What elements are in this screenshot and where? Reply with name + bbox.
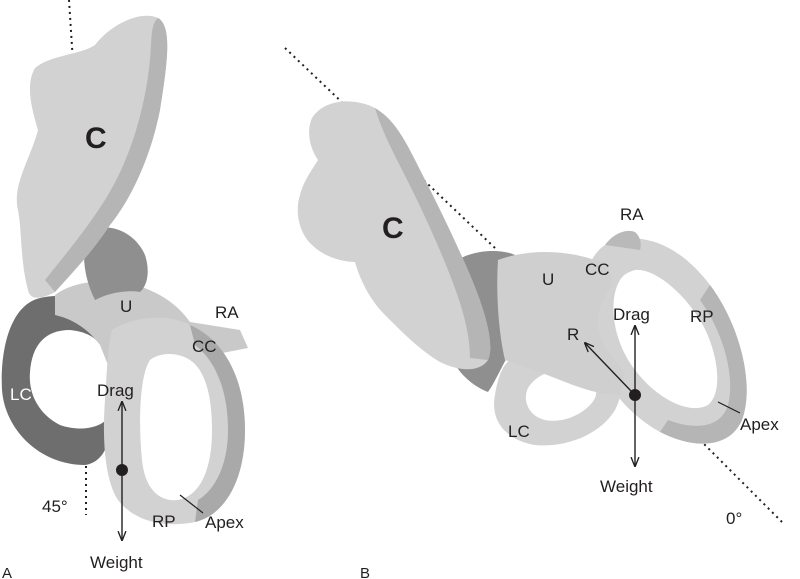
panel-a-letter: A: [2, 565, 12, 579]
panel-a-label-ra: RA: [215, 303, 239, 322]
panel-b-label-r: R: [567, 325, 579, 344]
panel-b: C RA CC U Drag RP R LC Apex Weight 0° B: [284, 47, 783, 579]
panel-b-label-lc: LC: [508, 422, 530, 441]
panel-b-letter: B: [360, 565, 370, 579]
panel-b-label-angle: 0°: [726, 509, 742, 528]
panel-b-label-c: C: [382, 212, 404, 245]
panel-b-canal-c: [297, 101, 491, 370]
panel-a-label-c: C: [85, 122, 107, 155]
panel-b-posterior-canal-shade: [660, 285, 747, 444]
panel-a-shadow: [84, 227, 148, 300]
panel-a-label-cc: CC: [192, 337, 217, 356]
panel-b-axis-bottom: [699, 439, 783, 523]
panel-a-posterior-canal-shade: [190, 325, 245, 522]
panel-a-label-angle: 45°: [42, 497, 68, 516]
panel-a-canal-c: [16, 15, 168, 298]
panel-b-label-rp: RP: [690, 307, 714, 326]
panel-b-label-weight: Weight: [600, 477, 653, 496]
panel-b-label-drag: Drag: [613, 305, 650, 324]
panel-b-label-cc: CC: [585, 260, 610, 279]
panel-b-label-u: U: [542, 270, 554, 289]
panel-b-apex-tick: [717, 401, 741, 414]
panel-a-label-apex: Apex: [205, 513, 244, 532]
panel-a-posterior-canal: [103, 317, 245, 525]
panel-b-center-dot: [629, 389, 641, 401]
panel-a-center-dot: [116, 464, 128, 476]
panel-a-apex-tick: [179, 494, 204, 514]
panel-a: C U RA CC LC Drag 45° RP Apex Weight A: [1, 0, 248, 579]
panel-a-axis-top: [68, 0, 74, 63]
panel-a-lateral-canal: [1, 296, 111, 465]
panel-a-label-lc: LC: [10, 385, 32, 404]
panel-b-utricle-body: [497, 251, 625, 395]
panel-a-label-weight: Weight: [90, 553, 143, 572]
panel-a-label-drag: Drag: [97, 381, 134, 400]
panel-b-ra-bump: [605, 230, 641, 250]
panel-b-label-apex: Apex: [740, 415, 779, 434]
panel-a-canal-c-shade: [45, 18, 168, 292]
panel-a-label-rp: RP: [152, 512, 176, 531]
panel-a-label-u: U: [120, 297, 132, 316]
panel-b-r-arrow: [585, 343, 633, 393]
panel-b-label-ra: RA: [620, 205, 644, 224]
panel-b-canal-c-shade: [375, 108, 491, 360]
panel-b-posterior-canal: [582, 238, 747, 444]
